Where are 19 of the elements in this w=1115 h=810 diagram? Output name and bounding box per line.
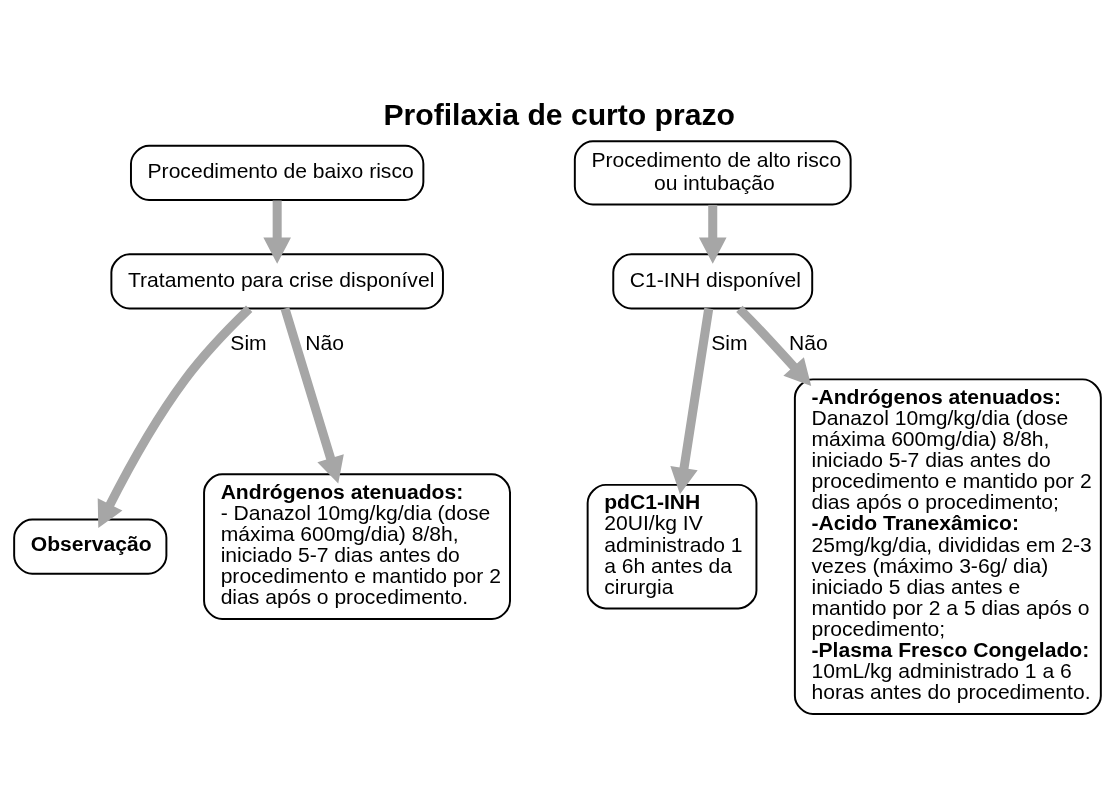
edge-label: Sim <box>711 330 748 354</box>
arrow <box>280 307 344 484</box>
node-box: Procedimento de baixo risco <box>130 144 425 201</box>
edge-label: Não <box>789 330 828 354</box>
node-box: Tratamento para crise disponível <box>110 253 444 310</box>
arrow <box>670 307 714 495</box>
node-box: Andrógenos atenuados: - Danazol 10mg/kg/dia (dose máxima 600mg/dia) 8/8h, iniciado 5-7 dias antes do procedimento e mantido por 2 dias após o procedimento. <box>203 473 511 620</box>
arrow <box>698 204 727 264</box>
node-box: pdC1-INH 20UI/kg IV administrado 1 a 6h antes da cirurgia <box>586 483 758 610</box>
arrow <box>97 305 253 528</box>
arrow <box>263 200 291 264</box>
arrow <box>736 305 812 387</box>
edge-label: Não <box>305 330 344 354</box>
edge-label: Sim <box>230 330 267 354</box>
node-box: C1-INH disponível <box>612 253 814 310</box>
node-box: -Andrógenos atenuados: Danazol 10mg/kg/dia (dose máxima 600mg/dia) 8/8h, iniciado 5-7 dias antes do procedimento e mantido por 2 dias após o procedimento; -Acido Tranexâmico: 25mg/kg/dia, divididas em 2-3 vezes (máximo 3-6g/ dia) iniciado 5 dias antes e mantido por 2 a 5 dias após o procedimento; -Plasma Fresco Congelado: 10mL/kg administrado 1 a 6 horas antes do procedimento. <box>793 378 1102 715</box>
node-box: Observação <box>13 518 168 575</box>
node-box: Procedimento de alto risco ou intubação <box>573 140 852 206</box>
diagram-title: Profilaxia de curto prazo <box>383 97 735 131</box>
